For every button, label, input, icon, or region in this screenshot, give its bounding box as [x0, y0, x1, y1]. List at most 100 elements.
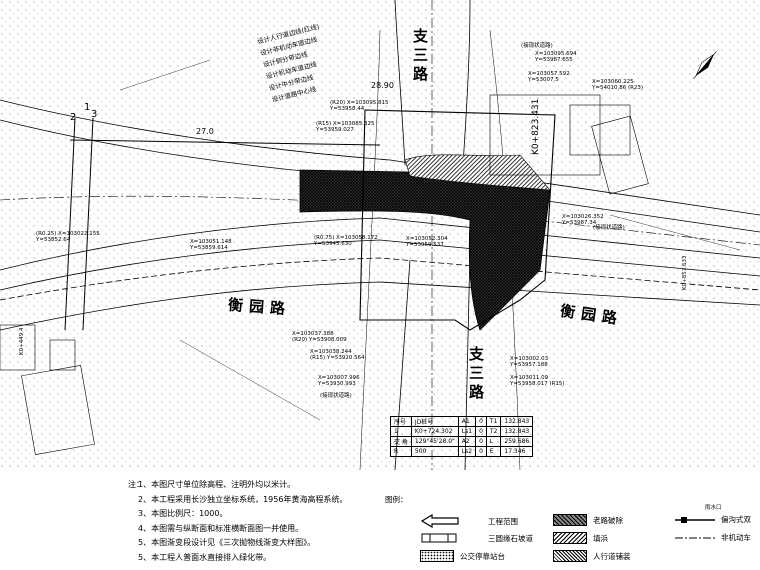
section-number: 1 — [84, 102, 91, 113]
cross-road-name-top: 支三路 — [411, 28, 429, 85]
table-cell: Ls1 — [457, 426, 477, 437]
section-number: 2 — [70, 112, 77, 123]
project-boundary — [359, 109, 556, 331]
coord-label: X=103037.388(R20) Y=53908.009 — [292, 331, 347, 343]
legend-item: 人行道铺装 — [553, 550, 631, 562]
coord-label: X=103038.244(R15) Y=53920.564 — [310, 349, 365, 361]
table-cell: JD桩号 — [410, 416, 459, 427]
table-cell: 交 角 — [390, 436, 412, 447]
connect-road-note: (接现状道路) — [320, 393, 352, 399]
legend-label: 填浜 — [593, 533, 608, 543]
note-item: 1、本图尺寸单位除高程、注明外均以米计。 — [138, 480, 296, 489]
table-cell: 500 — [410, 446, 459, 457]
terrain-background — [0, 0, 760, 470]
note-item: 3、本图比例尺：1000。 — [138, 509, 228, 518]
legend-label: 人行道铺装 — [593, 551, 631, 561]
chainage-label: K0+857.633 — [682, 255, 688, 290]
table-cell: A2 — [457, 436, 477, 447]
table-cell: 1 — [390, 426, 412, 437]
note-item: 5、本工程人普面水直接排入绿化带。 — [138, 552, 272, 562]
chainage-label: K0+449.4 — [19, 327, 25, 355]
legend-item: 三圆缘石坡道 — [420, 532, 533, 544]
table-cell: T1 — [485, 416, 502, 427]
legend-item: 偏沟式双 — [675, 514, 751, 525]
notes-list: 1、本图尺寸单位除高程、注明外均以米计。 2、本工程采用长沙独立坐标系统，195… — [128, 478, 347, 565]
legend-label: 三圆缘石坡道 — [488, 533, 533, 543]
table-cell: A1 — [457, 416, 477, 427]
bike-lane-icon — [675, 537, 715, 538]
legend-item: 工程范围 — [420, 514, 518, 528]
table-cell: E — [485, 446, 502, 457]
sidewalk-paving-icon — [553, 550, 587, 562]
arrow-outline-icon — [420, 514, 459, 528]
table-cell: 0 — [475, 416, 487, 427]
legend-label: 公交停靠站台 — [460, 551, 505, 561]
gutter-inlet-icon — [675, 516, 715, 523]
table-cell: 17.346 — [500, 446, 534, 457]
elevation-label: 28.90 — [371, 81, 394, 90]
north-arrow-icon — [693, 51, 717, 79]
connect-road-note: (接现状道路) — [593, 225, 625, 231]
legend-item: 填浜 — [553, 532, 608, 544]
table-cell: K0+724.302 — [410, 426, 459, 437]
road-plan-drawing — [0, 0, 760, 470]
section-lines — [64, 117, 381, 331]
curb-ramp-icon — [421, 533, 457, 543]
legend-item: 非机动车 — [675, 532, 751, 543]
legend-item: 老路破除 — [553, 514, 623, 526]
section-number: 3 — [91, 109, 98, 120]
elevation-label: 27.0 — [196, 127, 214, 136]
table-cell: 132.843 — [500, 416, 534, 427]
legend-label: 偏沟式双 — [721, 515, 751, 524]
existing-buildings — [0, 94, 649, 455]
fill-hatch-icon — [553, 532, 587, 544]
note-item: 2、本工程采用长沙独立坐标系统，1956年黄海高程系统。 — [138, 494, 348, 504]
chainage-label: K0+823.431 — [531, 98, 541, 155]
legend-label: 工程范围 — [488, 516, 518, 526]
notes-block: 注： 1、本图尺寸单位除高程、注明外均以米计。 2、本工程采用长沙独立坐标系统，… — [128, 478, 347, 565]
table-cell: T2 — [485, 426, 502, 437]
table-cell: 0 — [475, 426, 487, 437]
table-cell: L — [485, 436, 502, 447]
legend-label: 老路破除 — [593, 515, 623, 525]
table-cell: 259.686 — [500, 436, 534, 447]
old-road-hatch-icon — [553, 514, 587, 526]
notes-heading: 注： — [128, 480, 144, 489]
legend-label: 非机动车 — [721, 533, 751, 542]
gutter-note: 雨水口 — [705, 505, 722, 511]
table-cell: 129°45'28.0" — [410, 436, 459, 447]
legend-item: 公交停靠站台 — [420, 550, 505, 562]
note-item: 4、本图需与纵断面和标准横断面图一并使用。 — [138, 523, 304, 533]
cross-road-name-bottom: 支三路 — [467, 346, 485, 403]
table-cell: Ls2 — [457, 446, 477, 457]
table-cell: R — [390, 446, 412, 457]
legend: 图例： 工程范围 老路破除 偏沟式双 雨水口 三圆缘石坡道 填浜 非机动车 公交… — [385, 494, 755, 570]
main-road-name-left: 衡园路 — [227, 295, 292, 319]
table-cell: 132.843 — [500, 426, 534, 437]
elevation-ticks — [119, 59, 741, 421]
table-cell: 0 — [475, 446, 487, 457]
note-item: 5、本图渐变段设计见《三次抛物线渐变大样图》。 — [138, 538, 316, 547]
bus-stop-icon — [420, 550, 454, 562]
table-cell: 0 — [475, 436, 487, 447]
table-cell: 序号 — [390, 416, 412, 427]
connect-road-note: (接现状道路) — [521, 43, 553, 49]
